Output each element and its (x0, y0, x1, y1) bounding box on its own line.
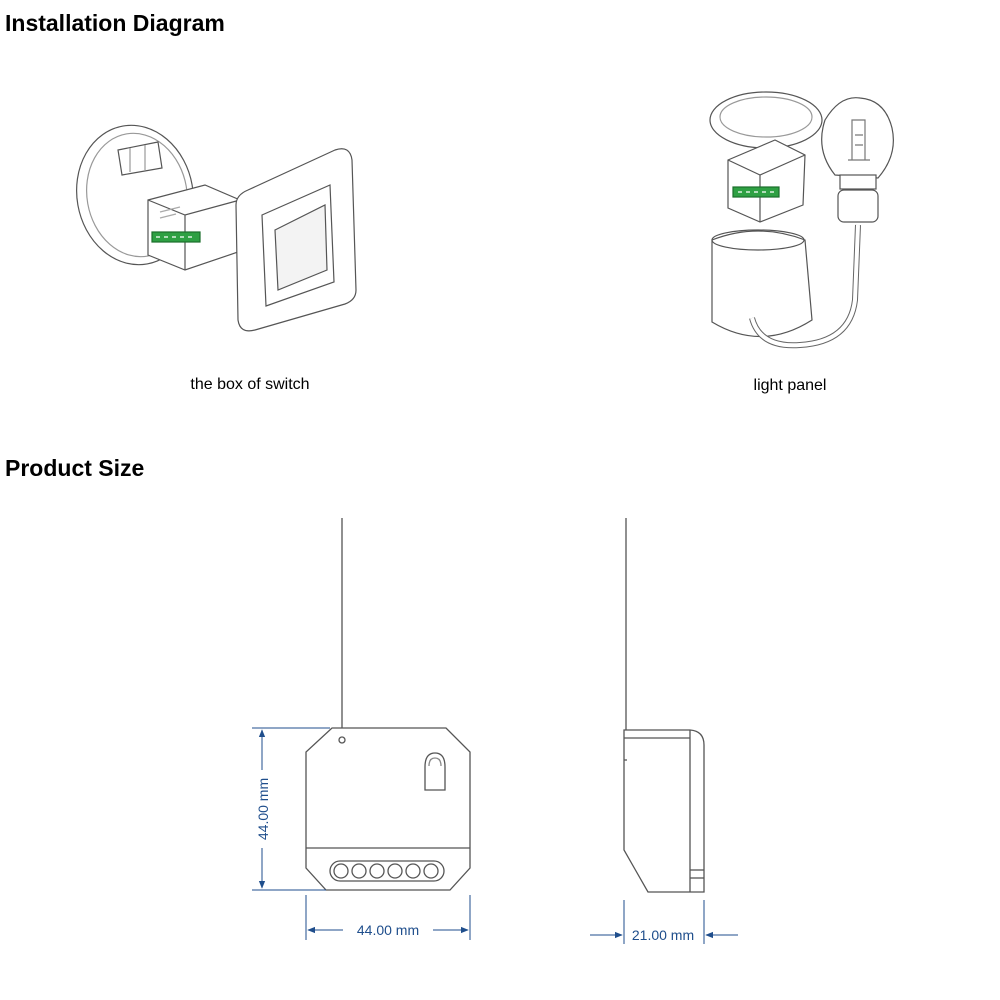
wall-box-ring (76, 124, 194, 266)
light-panel-illustration (709, 91, 894, 349)
switch-box-illustration (76, 124, 357, 332)
wall-switch-plate (235, 148, 357, 332)
relay-module-small (147, 184, 241, 271)
side-housing (623, 729, 705, 893)
ceiling-canopy (711, 230, 813, 338)
light-bulb (821, 97, 894, 223)
ceiling-box-ring (709, 91, 823, 149)
installation-diagram-title: Installation Diagram (5, 10, 225, 36)
height-dimension-label: 44.00 mm (255, 778, 271, 840)
switch-box-caption: the box of switch (190, 376, 310, 393)
width-dimension-label: 44.00 mm (357, 922, 419, 938)
side-dimensions (590, 900, 738, 944)
front-terminal-block (329, 860, 445, 882)
product-size-title: Product Size (5, 455, 145, 481)
wall-box-ring-inner (85, 132, 189, 258)
depth-dimension-label: 21.00 mm (632, 927, 694, 943)
side-view-drawing (623, 518, 705, 893)
front-push-button (424, 752, 446, 791)
front-view-drawing (305, 518, 471, 891)
light-panel-caption: light panel (753, 377, 827, 394)
relay-module-ceiling (727, 139, 806, 223)
